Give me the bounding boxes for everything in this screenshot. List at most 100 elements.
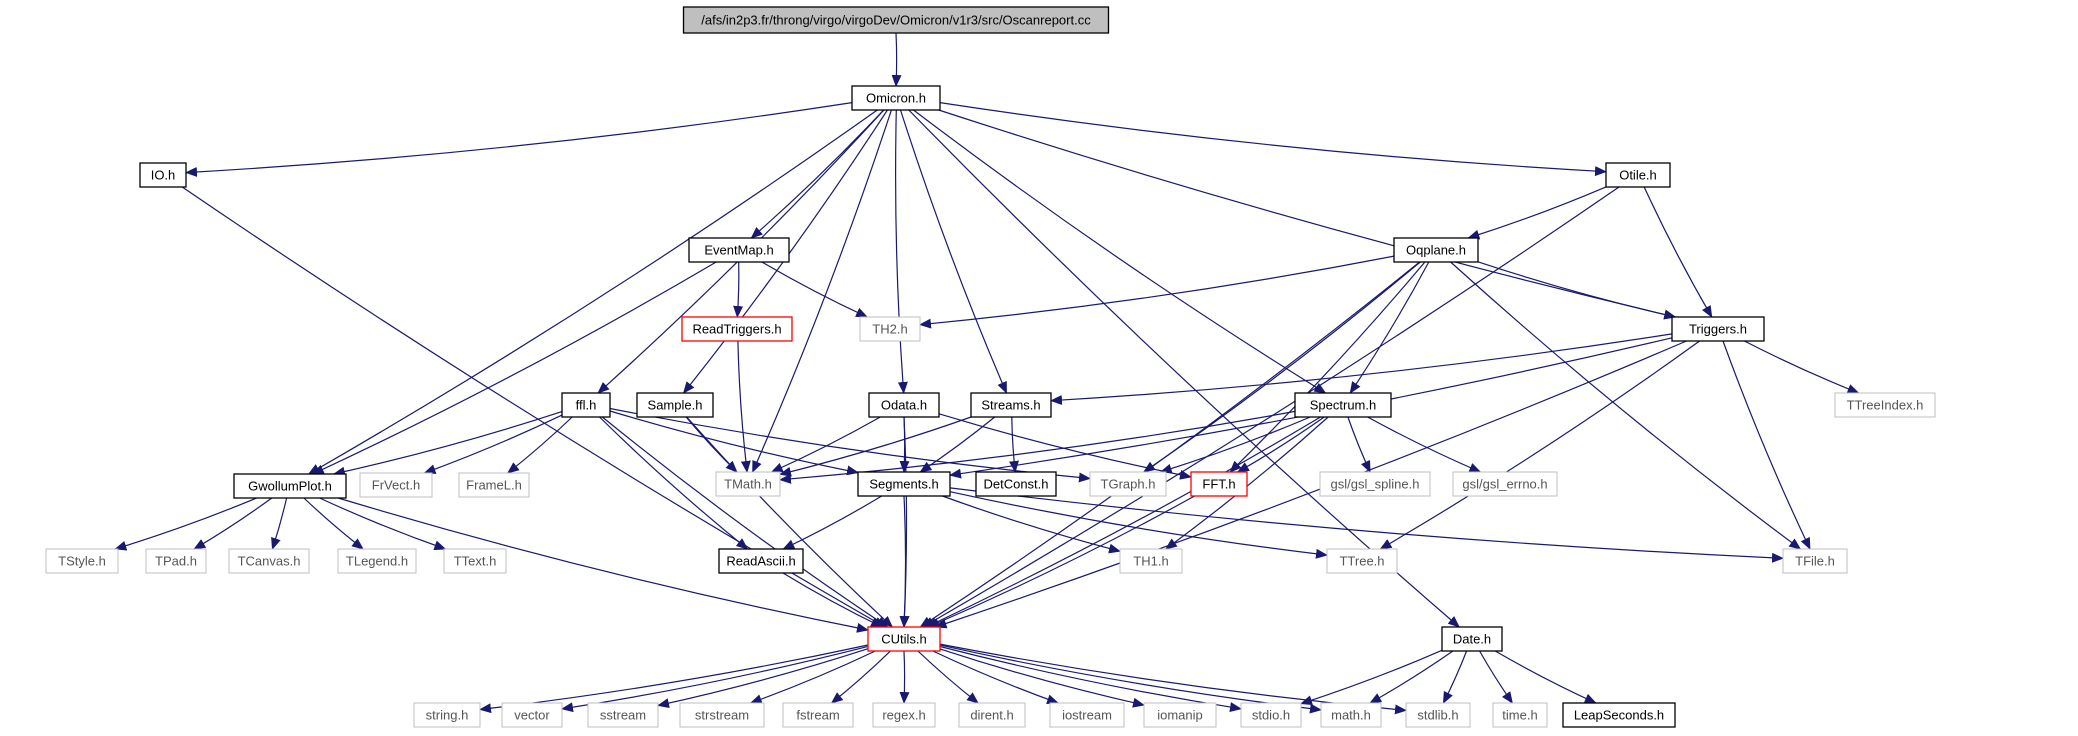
node-box-tpad — [145, 548, 207, 574]
edge-ffl-to-gwollumplot — [332, 411, 563, 477]
node-label-ttreeindex: TTreeIndex.h — [1847, 398, 1924, 413]
node-label-tcanvas: TCanvas.h — [238, 554, 301, 569]
node-tstyle: TStyle.h — [45, 548, 119, 574]
edge-readascii-to-cutils — [782, 572, 883, 628]
edge-sample-to-cutils — [686, 416, 894, 628]
edge-cutils-to-strstream — [749, 650, 876, 704]
node-box-segments — [857, 471, 951, 497]
node-readascii[interactable]: ReadAscii.h — [718, 548, 804, 574]
node-box-cutils — [867, 626, 941, 652]
node-label-string: string.h — [426, 708, 469, 723]
node-label-gwollumplot: GwollumPlot.h — [248, 479, 332, 494]
node-box-iomanip — [1143, 702, 1217, 728]
edge-omicron-to-streams — [899, 109, 1008, 394]
edge-otile-to-oqplane — [1467, 186, 1607, 240]
edge-date-to-stdlib — [1442, 650, 1468, 704]
node-ffl[interactable]: ffl.h — [561, 392, 611, 418]
node-vector: vector — [501, 702, 563, 728]
node-omicron[interactable]: Omicron.h — [851, 85, 941, 111]
node-readtriggers[interactable]: ReadTriggers.h — [681, 316, 793, 342]
edge-omicron-to-gwollumplot — [307, 109, 878, 475]
node-label-sstream: sstream — [600, 708, 646, 723]
node-gslspline: gsl/gsl_spline.h — [1319, 471, 1431, 497]
node-oqplane[interactable]: Oqplane.h — [1393, 237, 1479, 263]
node-fstream: fstream — [782, 702, 854, 728]
node-th2: TH2.h — [859, 316, 921, 342]
edge-otile-to-cutils — [922, 186, 1620, 628]
node-box-ttreeindex — [1834, 392, 1936, 418]
node-spectrum[interactable]: Spectrum.h — [1294, 392, 1392, 418]
node-gwollumplot[interactable]: GwollumPlot.h — [233, 473, 347, 499]
edge-omicron-to-triggers — [938, 109, 1677, 320]
edge-date-to-leapseconds — [1494, 650, 1597, 704]
node-label-iostream: iostream — [1062, 708, 1112, 723]
node-label-fft: FFT.h — [1202, 477, 1235, 492]
node-label-tfile: TFile.h — [1795, 554, 1835, 569]
node-framel: FrameL.h — [458, 472, 530, 498]
node-box-gslspline — [1319, 471, 1431, 497]
node-segments[interactable]: Segments.h — [857, 471, 951, 497]
node-eventmap[interactable]: EventMap.h — [688, 237, 790, 263]
node-label-dirent: dirent.h — [970, 708, 1013, 723]
edge-triggers-to-ttreeindex — [1744, 340, 1860, 394]
node-label-odata: Odata.h — [881, 398, 927, 413]
node-label-triggers: Triggers.h — [1689, 322, 1747, 337]
node-box-readtriggers — [681, 316, 793, 342]
edge-cutils-to-stdlib — [939, 643, 1407, 715]
node-iomanip: iomanip — [1143, 702, 1217, 728]
node-triggers[interactable]: Triggers.h — [1671, 316, 1765, 342]
node-streams[interactable]: Streams.h — [970, 392, 1052, 418]
node-io[interactable]: IO.h — [139, 162, 187, 188]
node-string: string.h — [413, 702, 481, 728]
edge-ffl-to-frvect — [423, 414, 563, 474]
edge-date-to-math — [1369, 650, 1454, 704]
node-date[interactable]: Date.h — [1441, 626, 1503, 652]
node-label-tlegend: TLegend.h — [346, 554, 408, 569]
edge-cutils-to-string — [479, 644, 869, 714]
node-box-leapseconds — [1562, 702, 1676, 728]
node-tpad: TPad.h — [145, 548, 207, 574]
edge-spectrum-to-tmath — [779, 410, 1296, 484]
node-label-io: IO.h — [151, 168, 176, 183]
node-box-regex — [872, 702, 936, 728]
node-label-ttree: TTree.h — [1339, 554, 1384, 569]
node-tcanvas: TCanvas.h — [228, 548, 310, 574]
node-label-th2: TH2.h — [872, 322, 907, 337]
node-tmath: TMath.h — [715, 471, 781, 497]
node-label-ffl: ffl.h — [576, 398, 597, 413]
edge-cutils-to-iomanip — [939, 648, 1145, 708]
node-ttreeindex: TTreeIndex.h — [1834, 392, 1936, 418]
node-box-strstream — [679, 702, 765, 728]
node-box-oqplane — [1393, 237, 1479, 263]
node-box-math — [1320, 702, 1382, 728]
node-frvect: FrVect.h — [359, 472, 433, 498]
node-label-framel: FrameL.h — [466, 478, 522, 493]
node-detconst[interactable]: DetConst.h — [975, 471, 1057, 497]
node-box-sstream — [587, 702, 659, 728]
node-sample[interactable]: Sample.h — [636, 392, 714, 418]
node-box-root — [682, 6, 1110, 34]
node-fft[interactable]: FFT.h — [1190, 471, 1248, 497]
edge-gwollumplot-to-cutils — [338, 497, 869, 633]
node-box-readascii — [718, 548, 804, 574]
node-leapseconds[interactable]: LeapSeconds.h — [1562, 702, 1676, 728]
node-odata[interactable]: Odata.h — [868, 392, 940, 418]
node-box-tfile — [1782, 548, 1848, 574]
edge-cutils-to-stdio — [939, 645, 1242, 713]
node-otile[interactable]: Otile.h — [1605, 162, 1671, 188]
node-label-stdio: stdio.h — [1252, 708, 1290, 723]
edge-spectrum-to-tgraph — [1159, 416, 1311, 474]
edge-gwollumplot-to-tpad — [193, 497, 273, 550]
node-label-tpad: TPad.h — [155, 554, 197, 569]
edge-ffl-to-framel — [507, 416, 573, 474]
node-sstream: sstream — [587, 702, 659, 728]
node-cutils[interactable]: CUtils.h — [867, 626, 941, 652]
edge-oqplane-to-cutils — [919, 261, 1420, 628]
node-tfile: TFile.h — [1782, 548, 1848, 574]
edge-oqplane-to-tgraph — [1142, 261, 1421, 473]
node-label-fstream: fstream — [796, 708, 839, 723]
node-label-regex: regex.h — [882, 708, 925, 723]
node-box-io — [139, 162, 187, 188]
node-root[interactable]: /afs/in2p3.fr/throng/virgo/virgoDev/Omic… — [682, 6, 1110, 34]
node-box-ffl — [561, 392, 611, 418]
